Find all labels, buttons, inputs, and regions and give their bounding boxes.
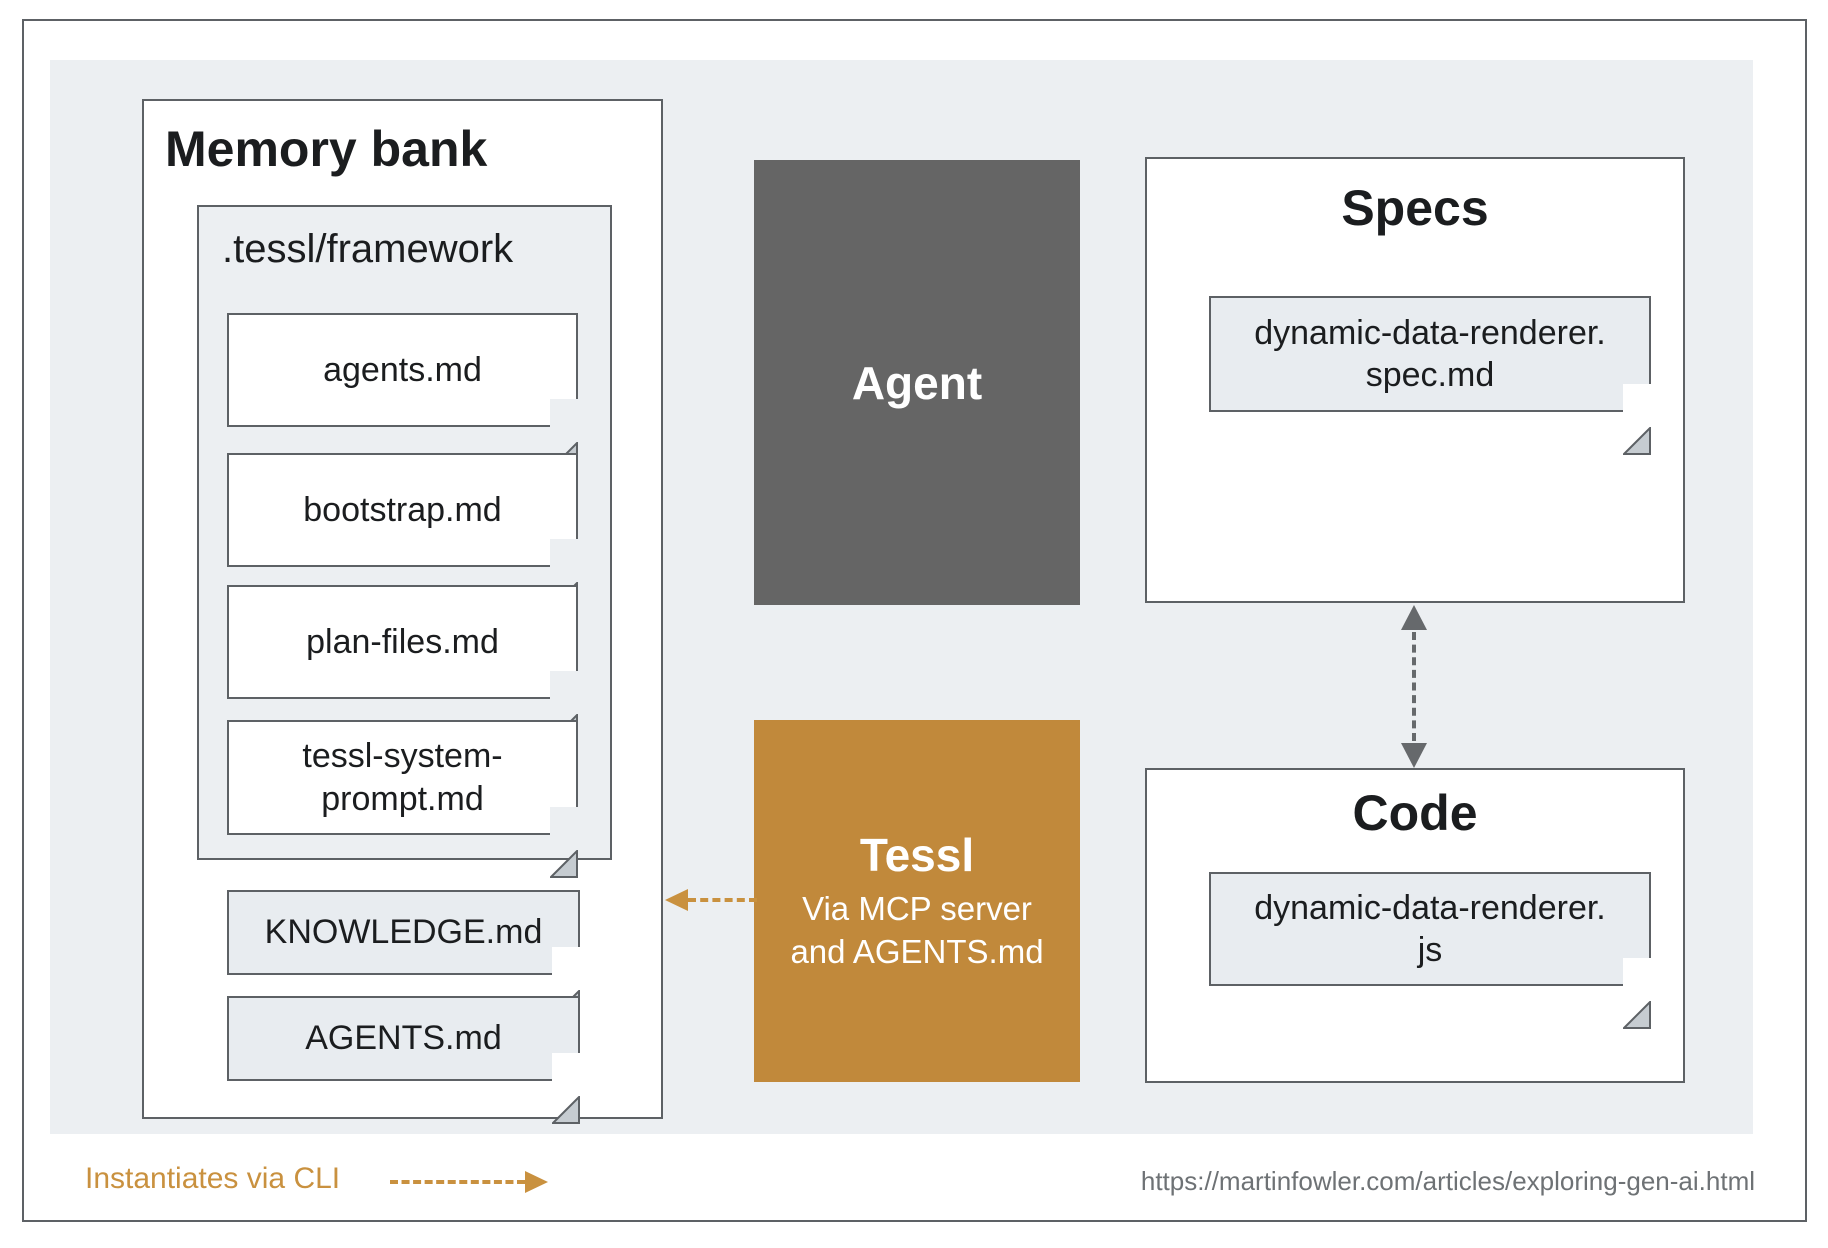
specs-code-arrow: [1400, 605, 1428, 768]
arrowhead-left-icon: [665, 889, 688, 911]
file-card-label: KNOWLEDGE.md: [264, 913, 543, 952]
source-url: https://martinfowler.com/articles/explor…: [1140, 1166, 1755, 1196]
folded-corner-icon: [552, 947, 580, 1018]
file-card-plan-files-md: plan-files.md: [227, 585, 578, 742]
folded-corner-icon: [1623, 384, 1651, 455]
folded-corner-icon: [550, 671, 578, 742]
folded-corner-icon: [550, 399, 578, 470]
code-title: Code: [1352, 785, 1478, 841]
folded-corner-icon: [550, 807, 578, 878]
memory-bank-title: Memory bank: [165, 121, 488, 177]
file-card-agents-md: agents.md: [227, 313, 578, 470]
file-card-label: agents.md: [323, 350, 482, 389]
agent-label: Agent: [851, 356, 983, 409]
folded-corner-icon: [552, 1053, 580, 1124]
file-card-label: dynamic-data-renderer. js: [1254, 888, 1606, 970]
file-card-label: tessl-system- prompt.md: [302, 737, 503, 818]
framework-box: .tessl/framework agents.md bootstrap.md: [197, 205, 612, 878]
file-card-label: bootstrap.md: [303, 490, 502, 529]
file-card-tessl-system-prompt-md: tessl-system- prompt.md: [227, 720, 578, 878]
instantiates-via-cli-label: Instantiates via CLI: [85, 1162, 341, 1195]
dashed-line: [688, 898, 757, 902]
tessl-box: Tessl Via MCP server and AGENTS.md: [754, 720, 1080, 1082]
memory-bank-box: Memory bank .tessl/framework agents.md b…: [142, 99, 663, 1124]
folded-corner-icon: [1623, 958, 1651, 1029]
file-card-knowledge-md: KNOWLEDGE.md: [227, 890, 580, 1018]
outer-frame: Memory bank .tessl/framework agents.md b…: [22, 19, 1807, 1222]
file-card-bootstrap-md: bootstrap.md: [227, 453, 578, 610]
file-card-label: dynamic-data-renderer. spec.md: [1254, 313, 1606, 395]
file-card-js: dynamic-data-renderer. js: [1209, 872, 1651, 1029]
diagram-panel: Memory bank .tessl/framework agents.md b…: [50, 60, 1753, 1134]
code-box: Code dynamic-data-renderer. js: [1145, 768, 1685, 1083]
tessl-subtitle: Via MCP server and AGENTS.md: [790, 890, 1044, 970]
folded-corner-icon: [550, 539, 578, 610]
file-card-agents-md-root: AGENTS.md: [227, 996, 580, 1124]
agent-box: Agent: [754, 160, 1080, 605]
arrowhead-up-icon: [1401, 605, 1427, 630]
dashed-line: [1412, 632, 1416, 741]
arrowhead-down-icon: [1401, 743, 1427, 768]
file-card-label: AGENTS.md: [305, 1019, 502, 1058]
specs-box: Specs dynamic-data-renderer. spec.md: [1145, 157, 1685, 603]
arrowhead-right-icon: [525, 1171, 548, 1193]
cli-arrow: [390, 1171, 548, 1193]
specs-title: Specs: [1341, 180, 1489, 236]
framework-title: .tessl/framework: [222, 227, 514, 271]
file-card-spec-md: dynamic-data-renderer. spec.md: [1209, 296, 1651, 455]
tessl-label: Tessl: [859, 829, 975, 882]
dashed-line: [390, 1180, 525, 1184]
file-card-label: plan-files.md: [306, 622, 499, 661]
tessl-memory-arrow: [665, 889, 757, 911]
